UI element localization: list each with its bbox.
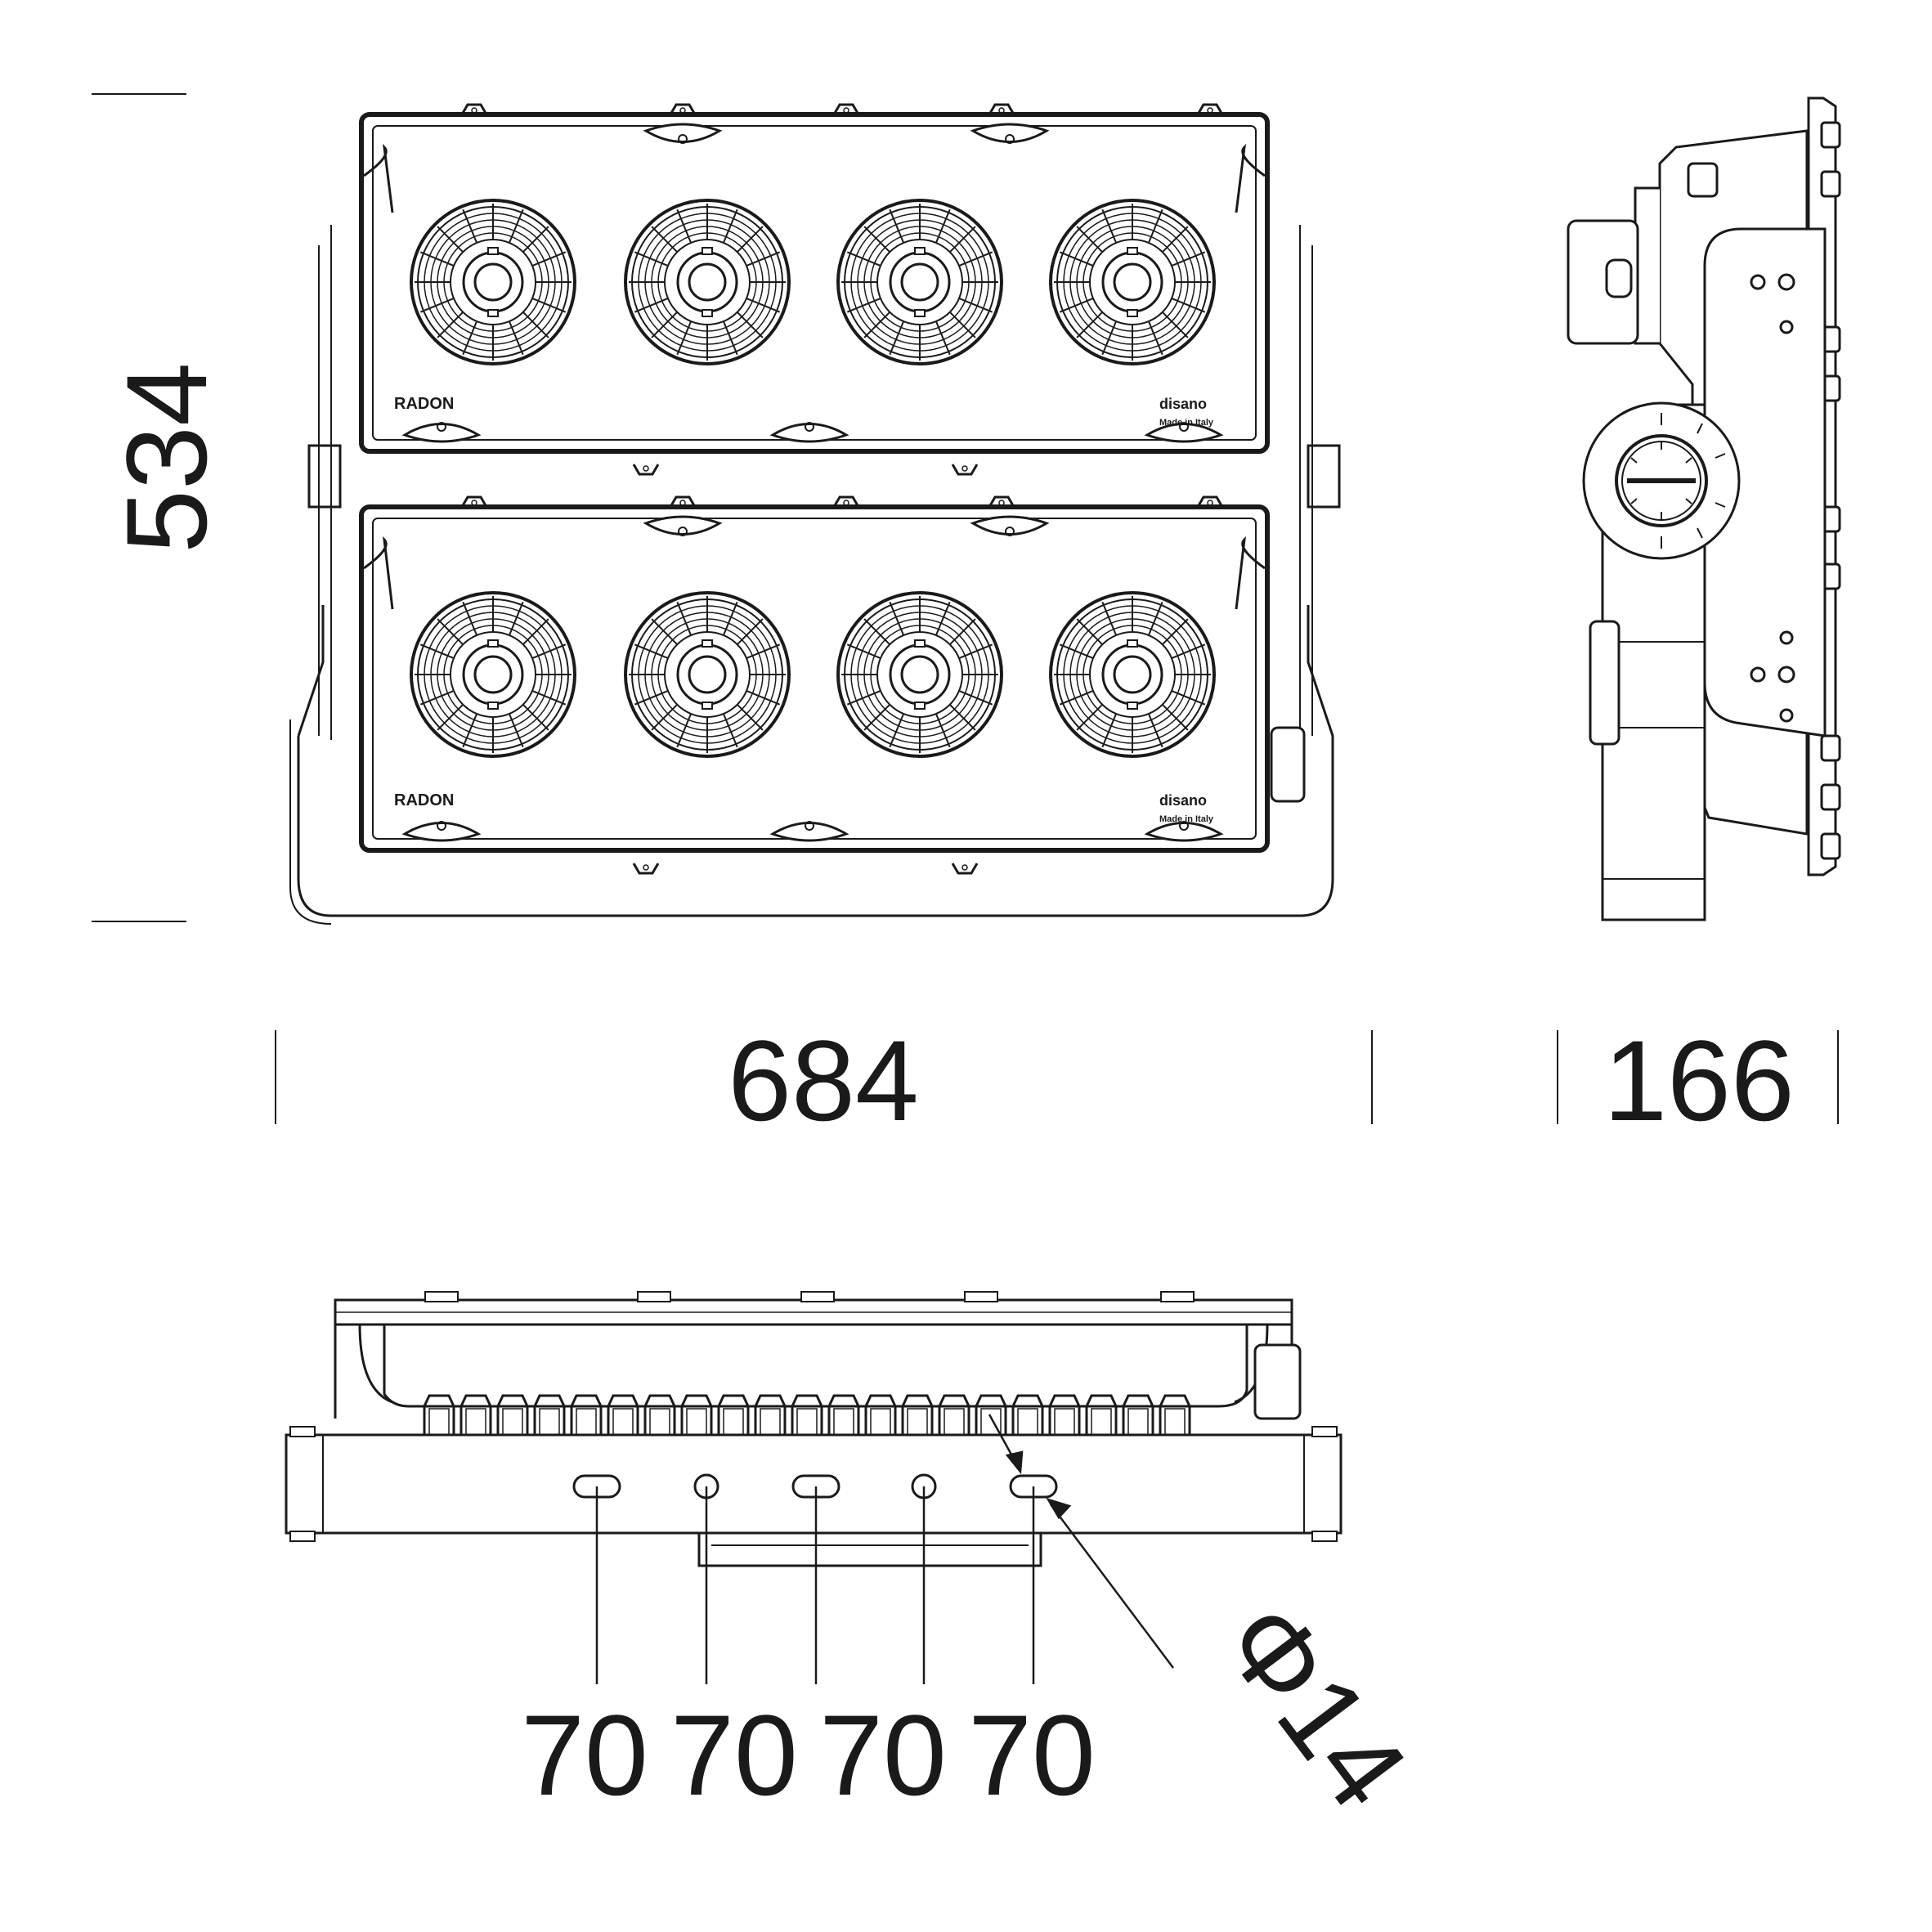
hole-spacing-dimensions: 70 70 70 70 Φ14 xyxy=(521,1580,1432,1831)
made-in-label-lower: Made in Italy xyxy=(1159,814,1214,824)
height-dimension: 534 xyxy=(92,93,231,922)
width-dimension: 684 xyxy=(275,1016,1373,1145)
brand-label-upper: disano xyxy=(1159,396,1207,412)
brand-label-lower: disano xyxy=(1159,792,1207,809)
hole-spacing-1: 70 xyxy=(521,1691,648,1819)
hole-spacing-3: 70 xyxy=(819,1691,947,1819)
depth-dimension: 166 xyxy=(1557,1016,1839,1145)
hole-diameter: Φ14 xyxy=(1199,1580,1432,1831)
lower-module: RADON disano Made in Italy xyxy=(359,495,1270,875)
bottom-view xyxy=(285,1291,1343,1684)
width-value: 684 xyxy=(728,1016,919,1145)
side-view xyxy=(1567,96,1841,921)
model-label-upper: RADON xyxy=(394,395,454,413)
depth-value: 166 xyxy=(1603,1016,1795,1145)
hole-spacing-2: 70 xyxy=(670,1691,798,1819)
made-in-label-upper: Made in Italy xyxy=(1159,418,1214,428)
front-view: RADON disano Made in Italy xyxy=(289,103,1341,925)
tilt-gauge xyxy=(1582,401,1741,560)
height-value: 534 xyxy=(102,362,231,554)
model-label-lower: RADON xyxy=(394,791,454,809)
hole-spacing-4: 70 xyxy=(968,1691,1096,1819)
upper-module: RADON disano Made in Italy xyxy=(359,103,1270,476)
